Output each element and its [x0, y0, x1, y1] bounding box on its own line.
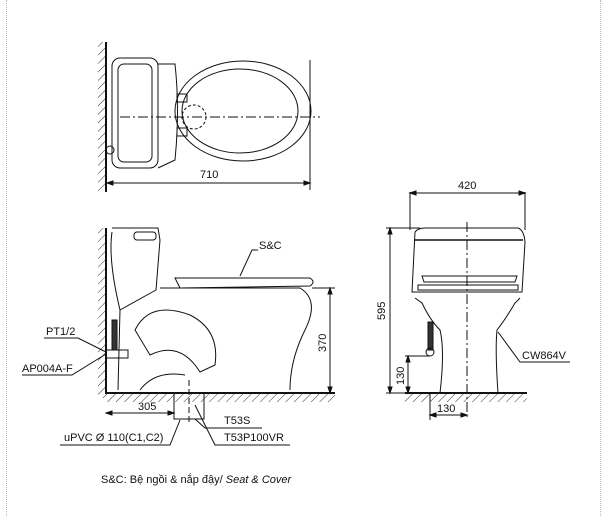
- side-view: [22, 227, 335, 446]
- dim-front-width: 420: [458, 180, 476, 192]
- dim-supply-height: 130: [395, 367, 407, 385]
- dim-supply-offset: 130: [437, 403, 455, 415]
- top-view: [98, 42, 320, 192]
- label-pt: PT1/2: [46, 326, 75, 338]
- label-flange-t53s: T53S: [224, 415, 250, 427]
- caption-prefix: S&C: Bệ ngồi & nắp đậy/: [101, 474, 223, 486]
- label-valve: AP004A-F: [22, 363, 73, 375]
- caption-english: Seat & Cover: [225, 474, 292, 486]
- front-view: [386, 190, 570, 420]
- dim-seat-height: 370: [317, 334, 329, 352]
- label-flange-t53p100vr: T53P100VR: [224, 432, 284, 444]
- dim-wall-to-outlet: 305: [138, 401, 156, 413]
- dim-top-length: 710: [200, 169, 218, 181]
- label-seat-cover: S&C: [259, 240, 282, 252]
- dim-height-total: 595: [376, 302, 388, 320]
- page-edge-left: [6, 0, 7, 516]
- page-edge-right: [600, 0, 601, 516]
- label-pipe: uPVC Ø 110(C1,C2): [64, 432, 163, 444]
- label-model: CW864V: [522, 350, 567, 362]
- legend-caption: S&C: Bệ ngồi & nắp đậy/ Seat & Cover: [101, 474, 291, 486]
